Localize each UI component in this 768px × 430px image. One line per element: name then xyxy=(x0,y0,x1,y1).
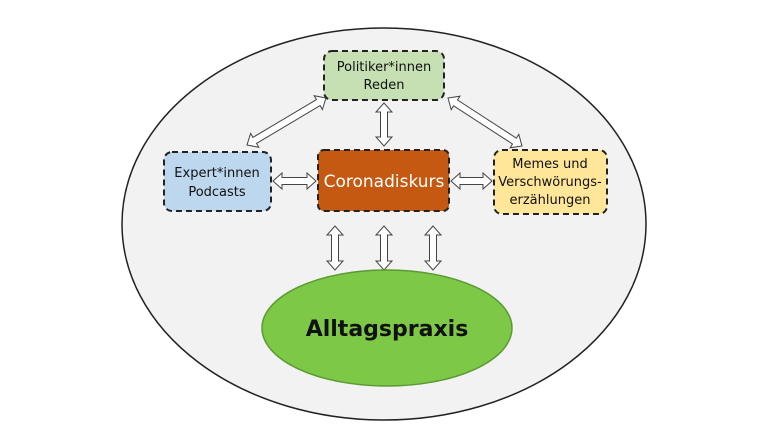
node-memes-line-1: Memes und xyxy=(512,157,588,172)
node-politik-line-1: Politiker*innen xyxy=(337,60,432,75)
arrow-experten-diskurs xyxy=(272,171,317,191)
outer-ellipse xyxy=(121,27,647,421)
node-memes-box xyxy=(493,149,608,215)
node-diskurs: Coronadiskurs xyxy=(317,149,450,212)
node-memes-line-2: Verschwörungs- xyxy=(498,175,602,190)
arrow-diskurs-alltag-right xyxy=(423,225,443,271)
arrow-politik-diskurs xyxy=(374,102,394,147)
node-alltag-label: Alltagspraxis xyxy=(306,317,469,342)
node-alltag: Alltagspraxis xyxy=(261,269,513,387)
arrow-politik-experten xyxy=(246,94,327,149)
node-experten-line-2: Podcasts xyxy=(188,185,246,200)
node-experten: Expert*innen Podcasts xyxy=(163,151,272,212)
arrow-politik-memes xyxy=(447,95,523,149)
node-memes: Memes und Verschwörungs- erzählungen xyxy=(493,149,608,215)
arrow-diskurs-alltag-left xyxy=(325,225,345,271)
node-politik: Politiker*innen Reden xyxy=(323,50,445,101)
node-politik-box xyxy=(323,50,445,101)
arrows-group xyxy=(246,94,523,271)
node-experten-line-1: Expert*innen xyxy=(174,166,259,181)
node-politik-line-2: Reden xyxy=(364,78,405,93)
node-memes-line-3: erzählungen xyxy=(510,193,591,208)
arrow-diskurs-memes xyxy=(450,171,493,191)
node-alltag-ellipse xyxy=(261,269,513,387)
node-diskurs-label: Coronadiskurs xyxy=(324,172,445,192)
node-diskurs-box xyxy=(317,149,450,212)
node-experten-box xyxy=(163,151,272,212)
